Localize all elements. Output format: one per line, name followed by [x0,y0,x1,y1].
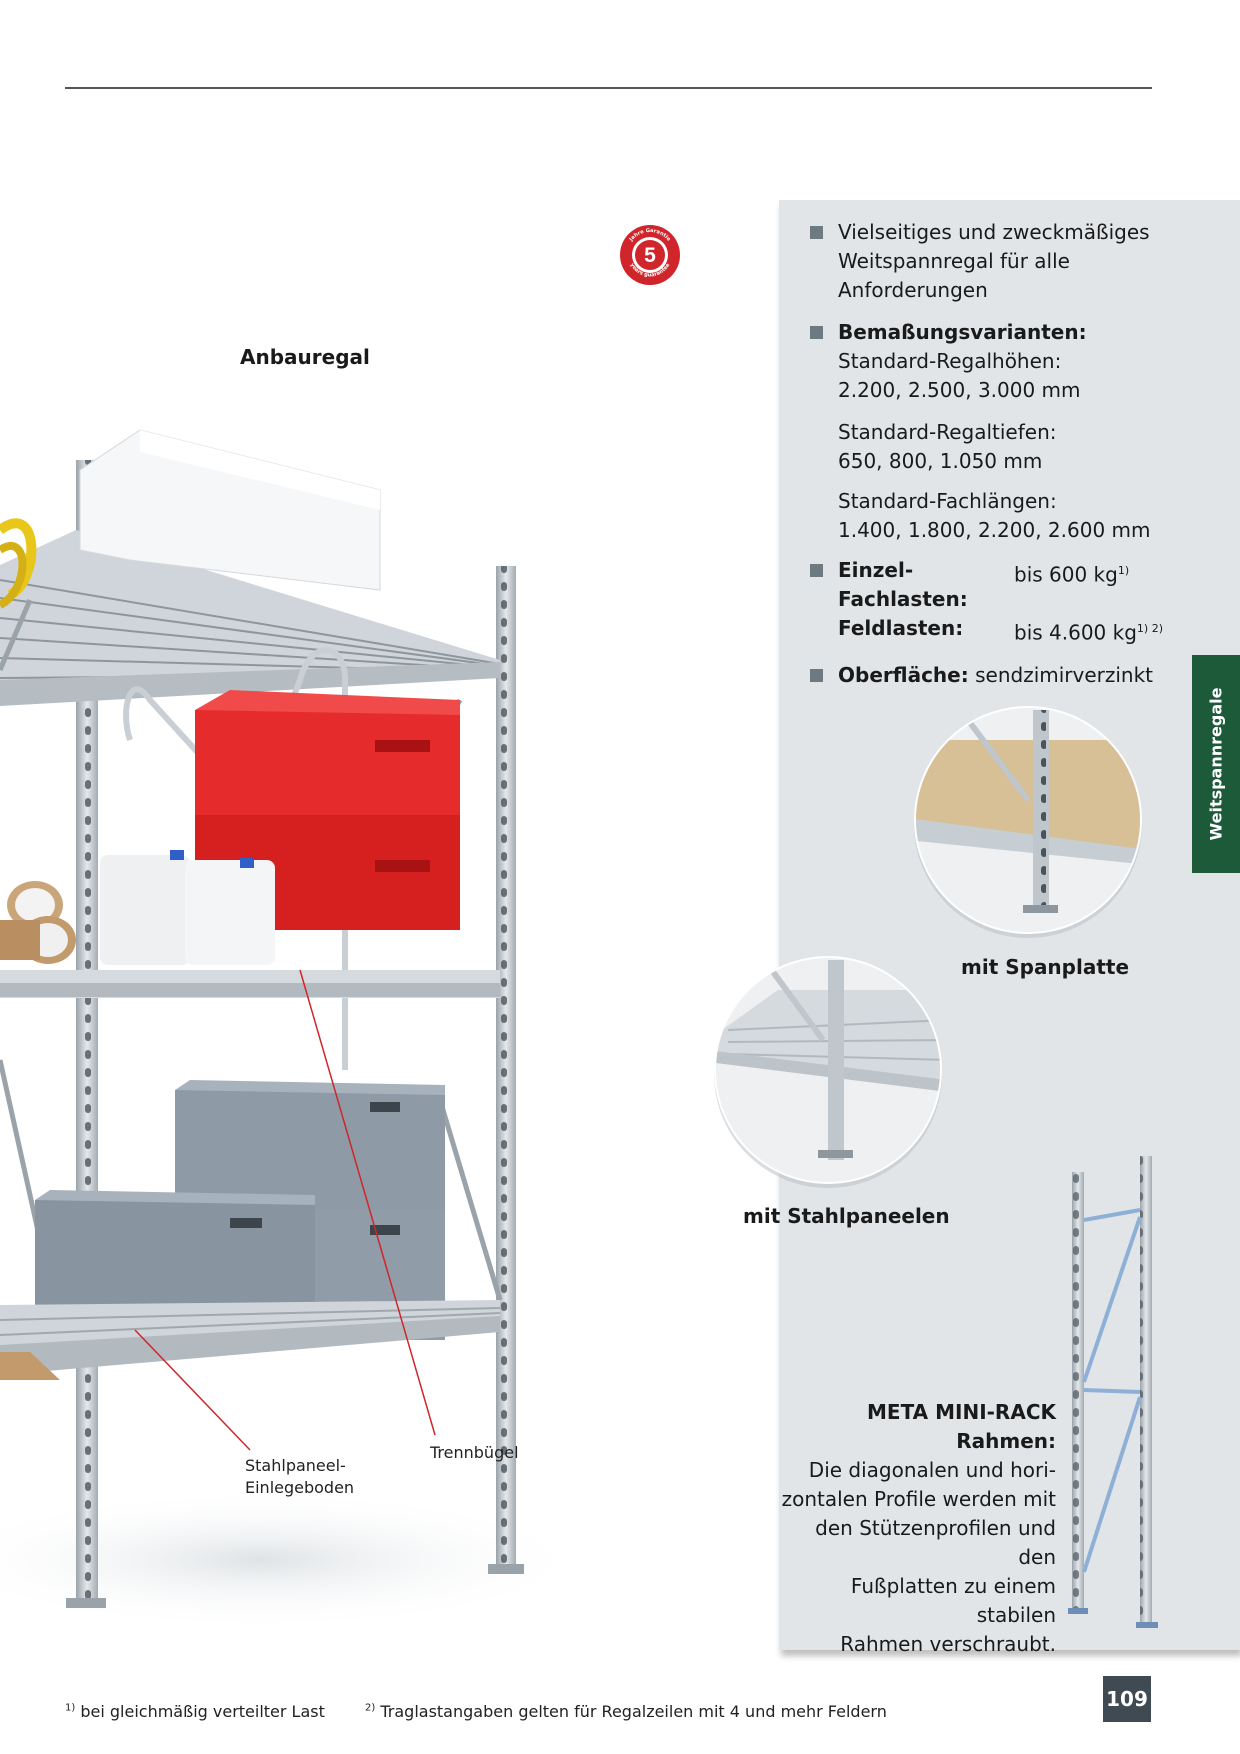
load-row-feld: Feldlasten: bis 4.600 kg1) 2) [838,614,1180,648]
feature-intro: Vielseitiges und zweckmäßiges Weitspannr… [810,218,1180,305]
callout-einlegeboden-line1: Stahlpaneel- [245,1456,346,1475]
feature-intro-text: Vielseitiges und zweckmäßiges Weitspannr… [838,220,1150,302]
section-tab[interactable]: Weitspannregale [1192,655,1240,873]
svg-text:5: 5 [644,244,656,267]
einzel-label: Einzel-Fachlasten: [838,558,968,611]
callout-einlegeboden: Stahlpaneel- Einlegeboden [245,1455,354,1499]
warranty-badge: 5 Jahre Garantie years guarantee [620,225,680,285]
bullet-square [810,668,823,682]
feature-dimensions: Bemaßungsvarianten: Standard-Regalhöhen:… [810,318,1180,405]
callout-leaders [134,969,436,1451]
rahmen-description: META MINI-RACK Rahmen: Die diagonalen un… [780,1398,1056,1659]
load-row-einzel: Einzel-Fachlasten: bis 600 kg1) [838,556,1180,614]
feature-heights-values: 2.200, 2.500, 3.000 mm [838,378,1081,402]
caption-stahlpaneelen: mit Stahlpaneelen [743,1204,950,1228]
rahmen-line: Rahmen verschraubt. [840,1632,1056,1656]
feature-depths-values: 650, 800, 1.050 mm [838,449,1043,473]
feature-lengths: Standard-Fachlängen: 1.400, 1.800, 2.200… [810,487,1180,545]
feature-surface: Oberfläche: sendzimirverzinkt [810,661,1180,690]
feature-lengths-label: Standard-Fachlängen: [838,489,1057,513]
footnote-2: 2) Traglastangaben gelten für Regalzeile… [365,1702,887,1721]
caption-spanplatte: mit Spanplatte [961,955,1130,979]
feld-label: Feldlasten: [838,616,964,640]
feature-loads: Einzel-Fachlasten: bis 600 kg1) Feldlast… [810,556,1180,648]
rahmen-line: Fußplatten zu einem stabilen [850,1574,1056,1627]
feature-heights-label: Standard-Regalhöhen: [838,349,1062,373]
top-rule [65,87,1152,89]
rahmen-line: den Stützenprofilen und den [815,1516,1056,1569]
feature-depths: Standard-Regaltiefen: 650, 800, 1.050 mm [810,418,1180,476]
page-number: 109 [1103,1676,1151,1722]
footnote-1: 1) bei gleichmäßig verteilter Last [65,1702,325,1721]
callout-trennbuegel: Trennbügel [430,1443,519,1462]
feature-lengths-values: 1.400, 1.800, 2.200, 2.600 mm [838,518,1151,542]
bullet-square [810,564,823,577]
rahmen-line: zontalen Profile werden mit [781,1487,1056,1511]
feature-dimensions-title: Bemaßungsvarianten: [838,320,1087,344]
frame-illustration [1068,1156,1158,1628]
bullet-square [810,226,823,239]
feature-list: Vielseitiges und zweckmäßiges Weitspannr… [810,218,1180,703]
surface-label: Oberfläche: [838,662,969,687]
feld-value: bis 4.600 kg1) 2) [1014,620,1163,645]
einzel-value: bis 600 kg1) [1014,562,1130,587]
rahmen-title: META MINI-RACK Rahmen: [867,1400,1056,1453]
detail-spanplatte-image [914,706,1142,938]
bullet-square [810,326,823,339]
rahmen-line: Die diagonalen und hori- [808,1458,1056,1482]
main-caption: Anbauregal [240,345,370,369]
feature-depths-label: Standard-Regaltiefen: [838,420,1057,444]
shelf-illustration [0,429,590,1630]
surface-value: sendzimirverzinkt [975,662,1154,687]
section-tab-label: Weitspannregale [1206,687,1226,841]
detail-stahlpaneelen-image [714,956,942,1188]
callout-einlegeboden-line2: Einlegeboden [245,1478,355,1497]
